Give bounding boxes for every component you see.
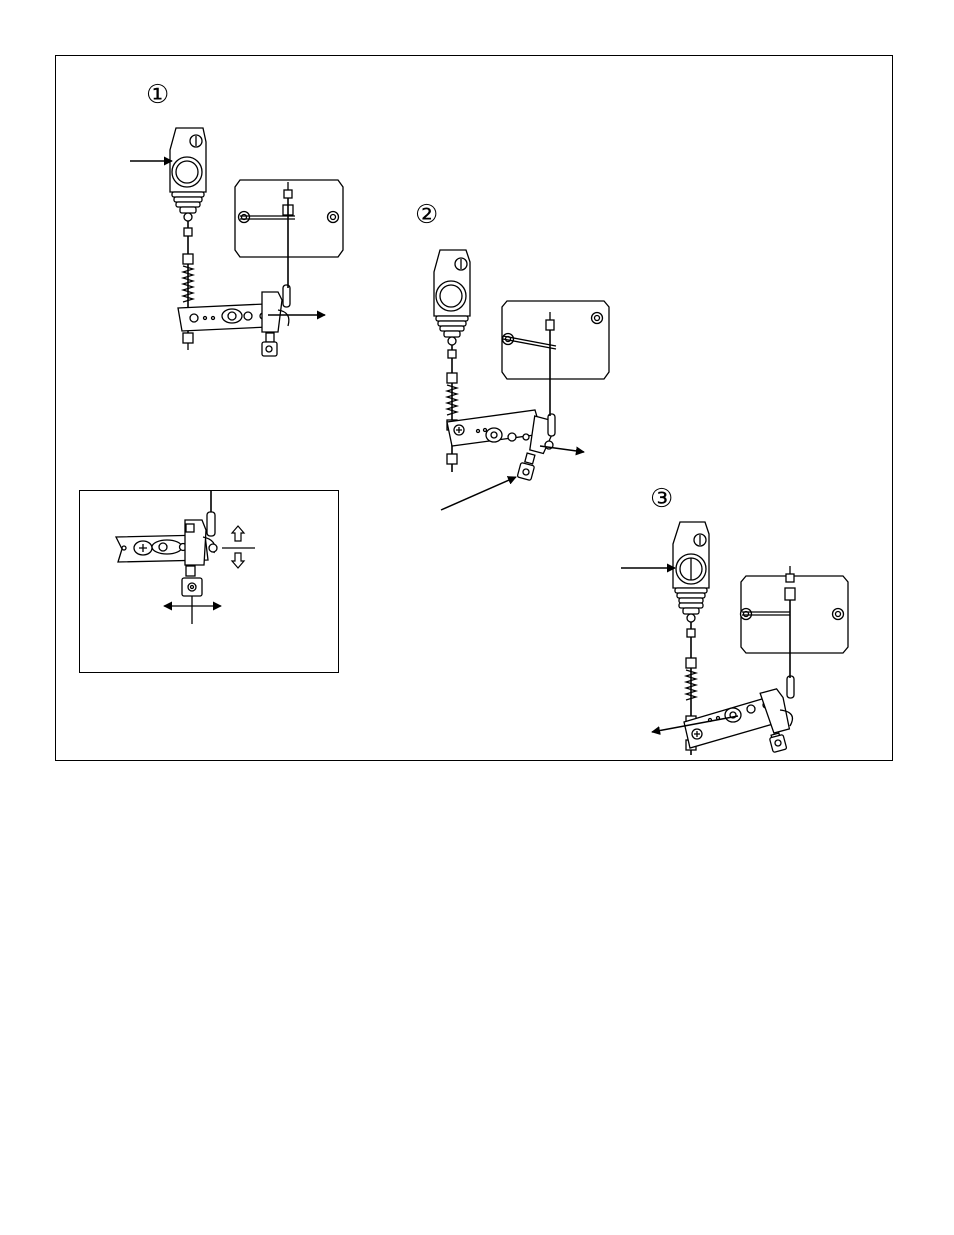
inset-up-arrow [232, 526, 244, 541]
step-1-adjuster [262, 292, 282, 332]
step-2-assembly [434, 250, 609, 510]
inset-down-arrow [232, 553, 244, 568]
step-2-bellows [436, 316, 468, 337]
step-2-push-arrow [441, 477, 516, 510]
detail-inset [116, 490, 255, 624]
step-1-bellows [172, 192, 204, 213]
step-2-pull-arrow [540, 446, 584, 452]
step-1-assembly [130, 128, 343, 356]
step-2-cover-plate [502, 301, 609, 379]
step-3-bellows [675, 588, 707, 614]
step-3-assembly [621, 522, 848, 755]
